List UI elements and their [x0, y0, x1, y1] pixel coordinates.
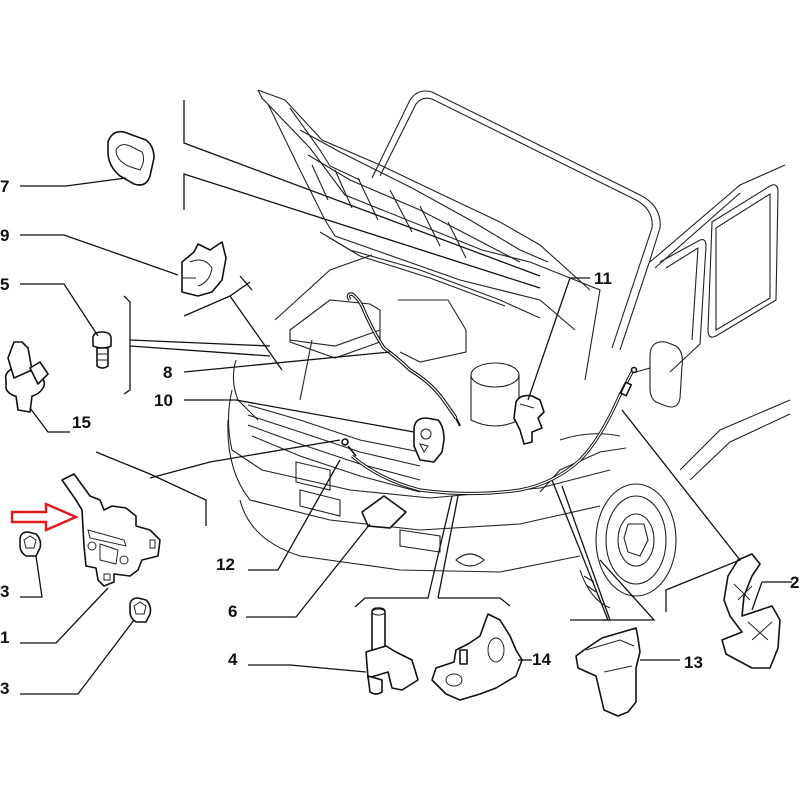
callout-15[interactable]: 15: [72, 413, 91, 432]
callout-labels: 7 9 5 15 8 10 11 12 6 3 1 3 4 14 13 2: [0, 177, 799, 698]
callout-4[interactable]: 4: [228, 650, 238, 669]
callout-9[interactable]: 9: [0, 226, 9, 245]
part-1-hood-lock[interactable]: [61, 473, 161, 587]
callout-8[interactable]: 8: [163, 363, 172, 382]
callout-12[interactable]: 12: [216, 555, 235, 574]
vehicle-illustration: [227, 89, 791, 609]
leader-lines: [20, 100, 792, 695]
callout-3-lower[interactable]: 3: [0, 679, 9, 698]
callout-10[interactable]: 10: [154, 391, 173, 410]
callout-11[interactable]: 11: [594, 269, 612, 288]
part-11-hood-catch[interactable]: [513, 394, 545, 445]
callout-2[interactable]: 2: [790, 573, 799, 592]
part-3-nut-upper[interactable]: [19, 531, 42, 557]
hood-rod-drawing: [346, 292, 461, 427]
callout-5[interactable]: 5: [0, 275, 9, 294]
part-2-release-handle[interactable]: [721, 553, 781, 669]
part-4-cable-clip[interactable]: [365, 607, 419, 695]
part-7-bump-stop[interactable]: [107, 130, 155, 186]
part-10-rod-retainer[interactable]: [413, 417, 445, 463]
callout-13[interactable]: 13: [684, 653, 703, 672]
callout-6[interactable]: 6: [228, 602, 237, 621]
callout-7[interactable]: 7: [0, 177, 9, 196]
callout-3-upper[interactable]: 3: [0, 582, 9, 601]
highlight-arrow-icon: [10, 502, 80, 532]
part-14-double-clip[interactable]: [431, 613, 523, 701]
part-15-prop-holder[interactable]: [4, 341, 49, 413]
part-13-cable-retainer[interactable]: [575, 627, 641, 717]
part-3-nut-lower[interactable]: [129, 597, 152, 623]
release-cable-drawing: [341, 366, 638, 496]
part-5-screw[interactable]: [92, 331, 112, 369]
callout-14[interactable]: 14: [532, 650, 551, 669]
part-6-cable-cover[interactable]: [361, 495, 407, 529]
callout-1[interactable]: 1: [0, 628, 9, 647]
part-9-rod-clip[interactable]: [181, 241, 227, 297]
